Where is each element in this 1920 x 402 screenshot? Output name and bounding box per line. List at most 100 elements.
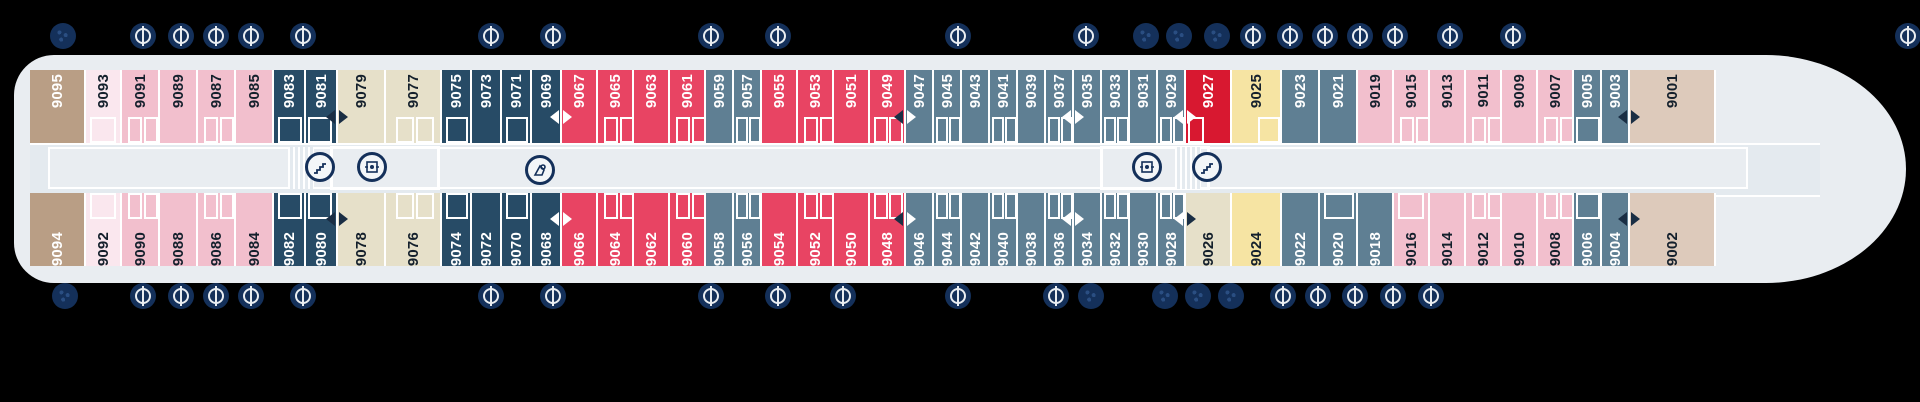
elevator-icon[interactable] xyxy=(357,152,387,182)
cabin-9006[interactable]: 9006 xyxy=(1574,193,1602,266)
cabin-9063[interactable]: 9063 xyxy=(634,70,670,143)
cabin-9071[interactable]: 9071 xyxy=(502,70,532,143)
cabin-9088[interactable]: 9088 xyxy=(160,193,198,266)
cabin-9085[interactable]: 9085 xyxy=(236,70,274,143)
cabin-9057[interactable]: 9057 xyxy=(734,70,762,143)
cabin-9046[interactable]: 9046 xyxy=(906,193,934,266)
cabin-9093[interactable]: 9093 xyxy=(86,70,122,143)
cabin-9095[interactable]: 9095 xyxy=(30,70,86,143)
cabin-9035[interactable]: 9035 xyxy=(1074,70,1102,143)
cabin-9021[interactable]: 9021 xyxy=(1320,70,1358,143)
cabin-9047[interactable]: 9047 xyxy=(906,70,934,143)
cabin-9027[interactable]: 9027 xyxy=(1186,70,1232,143)
cabin-9031[interactable]: 9031 xyxy=(1130,70,1158,143)
cabin-9026[interactable]: 9026 xyxy=(1186,193,1232,266)
cabin-9024[interactable]: 9024 xyxy=(1232,193,1282,266)
cabin-9014[interactable]: 9014 xyxy=(1430,193,1466,266)
cabin-9079[interactable]: 9079 xyxy=(338,70,386,143)
cabin-9010[interactable]: 9010 xyxy=(1502,193,1538,266)
cabin-9012[interactable]: 9012 xyxy=(1466,193,1502,266)
cabin-9077[interactable]: 9077 xyxy=(386,70,442,143)
cabin-9034[interactable]: 9034 xyxy=(1074,193,1102,266)
cabin-9075[interactable]: 9075 xyxy=(442,70,472,143)
stairs-icon[interactable] xyxy=(1192,152,1222,182)
cabin-9011[interactable]: 9011 xyxy=(1466,70,1502,143)
elevator-icon[interactable] xyxy=(1132,152,1162,182)
cabin-9040[interactable]: 9040 xyxy=(990,193,1018,266)
cabin-9042[interactable]: 9042 xyxy=(962,193,990,266)
cabin-9049[interactable]: 9049 xyxy=(870,70,906,143)
cabin-9058[interactable]: 9058 xyxy=(706,193,734,266)
cabin-9037[interactable]: 9037 xyxy=(1046,70,1074,143)
cabin-9018[interactable]: 9018 xyxy=(1358,193,1394,266)
cabin-9023[interactable]: 9023 xyxy=(1282,70,1320,143)
cabin-9001[interactable]: 9001 xyxy=(1630,70,1716,143)
cabin-9076[interactable]: 9076 xyxy=(386,193,442,266)
cabin-9089[interactable]: 9089 xyxy=(160,70,198,143)
cabin-9081[interactable]: 9081 xyxy=(306,70,338,143)
cabin-9025[interactable]: 9025 xyxy=(1232,70,1282,143)
cabin-9009[interactable]: 9009 xyxy=(1502,70,1538,143)
cabin-9029[interactable]: 9029 xyxy=(1158,70,1186,143)
cabin-9044[interactable]: 9044 xyxy=(934,193,962,266)
cabin-9015[interactable]: 9015 xyxy=(1394,70,1430,143)
cabin-9030[interactable]: 9030 xyxy=(1130,193,1158,266)
cabin-9038[interactable]: 9038 xyxy=(1018,193,1046,266)
cabin-9059[interactable]: 9059 xyxy=(706,70,734,143)
cabin-9067[interactable]: 9067 xyxy=(562,70,598,143)
cabin-9087[interactable]: 9087 xyxy=(198,70,236,143)
cabin-9016[interactable]: 9016 xyxy=(1394,193,1430,266)
cabin-9051[interactable]: 9051 xyxy=(834,70,870,143)
cabin-9004[interactable]: 9004 xyxy=(1602,193,1630,266)
cabin-9090[interactable]: 9090 xyxy=(122,193,160,266)
cabin-9039[interactable]: 9039 xyxy=(1018,70,1046,143)
cabin-9091[interactable]: 9091 xyxy=(122,70,160,143)
cabin-9064[interactable]: 9064 xyxy=(598,193,634,266)
laundry-icon[interactable] xyxy=(525,155,555,185)
cabin-9036[interactable]: 9036 xyxy=(1046,193,1074,266)
cabin-9078[interactable]: 9078 xyxy=(338,193,386,266)
cabin-9094[interactable]: 9094 xyxy=(30,193,86,266)
cabin-9013[interactable]: 9013 xyxy=(1430,70,1466,143)
cabin-9019[interactable]: 9019 xyxy=(1358,70,1394,143)
cabin-9050[interactable]: 9050 xyxy=(834,193,870,266)
cabin-9062[interactable]: 9062 xyxy=(634,193,670,266)
cabin-9069[interactable]: 9069 xyxy=(532,70,562,143)
cabin-9028[interactable]: 9028 xyxy=(1158,193,1186,266)
cabin-9086[interactable]: 9086 xyxy=(198,193,236,266)
cabin-9068[interactable]: 9068 xyxy=(532,193,562,266)
cabin-9061[interactable]: 9061 xyxy=(670,70,706,143)
cabin-9048[interactable]: 9048 xyxy=(870,193,906,266)
cabin-9032[interactable]: 9032 xyxy=(1102,193,1130,266)
cabin-9043[interactable]: 9043 xyxy=(962,70,990,143)
cabin-9074[interactable]: 9074 xyxy=(442,193,472,266)
cabin-9092[interactable]: 9092 xyxy=(86,193,122,266)
cabin-9056[interactable]: 9056 xyxy=(734,193,762,266)
cabin-9020[interactable]: 9020 xyxy=(1320,193,1358,266)
cabin-9082[interactable]: 9082 xyxy=(274,193,306,266)
cabin-9080[interactable]: 9080 xyxy=(306,193,338,266)
connecting-door-arrow-left-icon xyxy=(550,212,559,226)
cabin-9041[interactable]: 9041 xyxy=(990,70,1018,143)
cabin-9060[interactable]: 9060 xyxy=(670,193,706,266)
cabin-9052[interactable]: 9052 xyxy=(798,193,834,266)
cabin-9072[interactable]: 9072 xyxy=(472,193,502,266)
cabin-9073[interactable]: 9073 xyxy=(472,70,502,143)
cabin-9045[interactable]: 9045 xyxy=(934,70,962,143)
cabin-9065[interactable]: 9065 xyxy=(598,70,634,143)
cabin-9005[interactable]: 9005 xyxy=(1574,70,1602,143)
cabin-9053[interactable]: 9053 xyxy=(798,70,834,143)
cabin-9007[interactable]: 9007 xyxy=(1538,70,1574,143)
cabin-9022[interactable]: 9022 xyxy=(1282,193,1320,266)
cabin-9003[interactable]: 9003 xyxy=(1602,70,1630,143)
cabin-9002[interactable]: 9002 xyxy=(1630,193,1716,266)
cabin-9084[interactable]: 9084 xyxy=(236,193,274,266)
stairs-icon[interactable] xyxy=(305,152,335,182)
cabin-9070[interactable]: 9070 xyxy=(502,193,532,266)
cabin-9033[interactable]: 9033 xyxy=(1102,70,1130,143)
cabin-9054[interactable]: 9054 xyxy=(762,193,798,266)
cabin-9008[interactable]: 9008 xyxy=(1538,193,1574,266)
cabin-9066[interactable]: 9066 xyxy=(562,193,598,266)
cabin-9055[interactable]: 9055 xyxy=(762,70,798,143)
cabin-9083[interactable]: 9083 xyxy=(274,70,306,143)
